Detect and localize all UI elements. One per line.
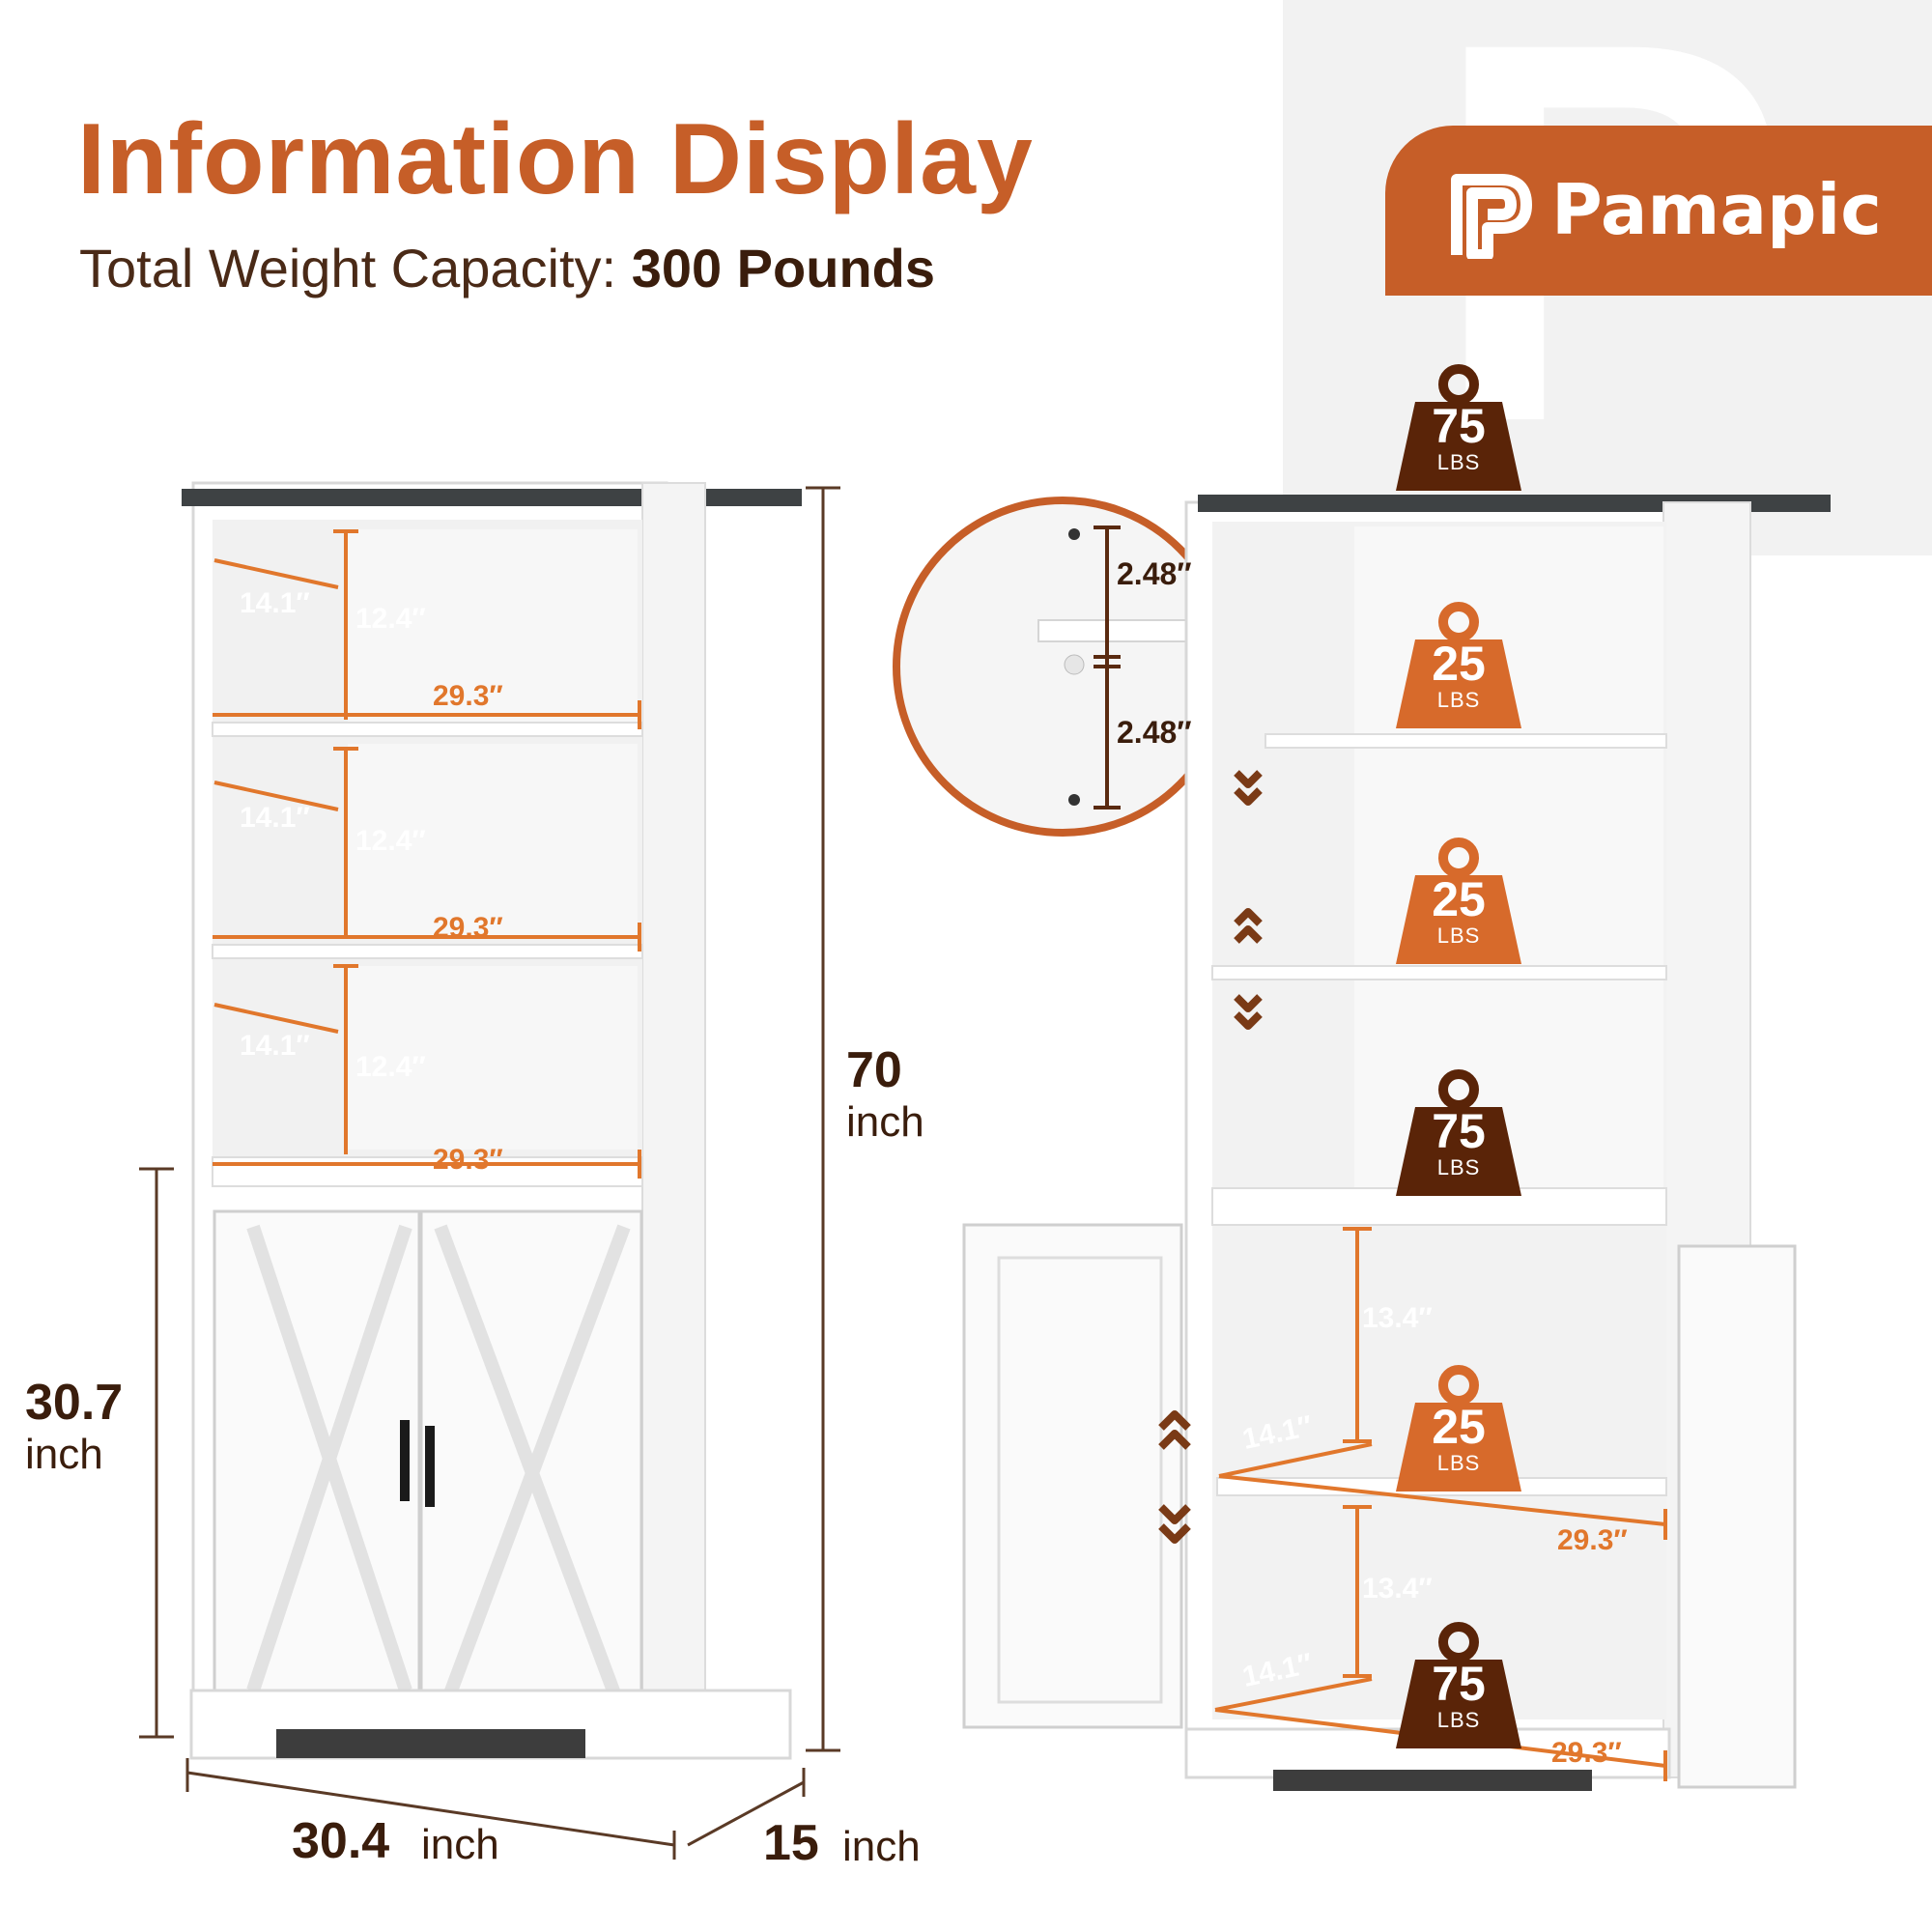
weight-value: 75 <box>1432 1104 1486 1158</box>
right-cabinet-kick <box>1273 1770 1592 1791</box>
shelf-2-width-label: 29.3″ <box>433 912 503 944</box>
weight-value: 25 <box>1432 872 1486 926</box>
left-shelf-back-3 <box>348 966 638 1150</box>
weight-unit: LBS <box>1436 450 1481 474</box>
subtitle-value: 300 Pounds <box>631 238 936 298</box>
weight-badge-shelf-2: 25 LBS <box>1386 837 1531 972</box>
cabinet-2-width-label: 29.3″ <box>1551 1737 1622 1769</box>
weight-unit: LBS <box>1436 1451 1481 1475</box>
weight-icon <box>1396 838 1521 964</box>
cabinet-1-width-label: 29.3″ <box>1557 1524 1628 1556</box>
overall-dimension-lines <box>139 486 840 1860</box>
left-cabinet <box>182 481 802 1760</box>
left-cabinet-side <box>641 482 706 1730</box>
shelf-3-width-label: 29.3″ <box>433 1144 503 1176</box>
left-shelf-back-2 <box>348 744 638 937</box>
page-title: Information Display <box>77 103 1034 215</box>
width-unit: inch <box>421 1821 499 1868</box>
left-shelf-board-3 <box>212 1156 643 1187</box>
overall-height-unit: inch <box>846 1098 924 1146</box>
weight-badge-top: 75 LBS <box>1386 363 1531 498</box>
left-shelf-board-2 <box>212 944 643 959</box>
shelf-3-height-label: 12.4″ <box>355 1051 426 1083</box>
shelf-1-depth-label: 14.1″ <box>240 587 310 619</box>
zoom-spacing-upper-label: 2.48″ <box>1117 556 1192 591</box>
shelf-1-height-label: 12.4″ <box>355 603 426 635</box>
weight-value: 25 <box>1432 1400 1486 1454</box>
left-dimension-lines <box>213 529 641 1179</box>
weight-value: 75 <box>1432 1657 1486 1711</box>
weight-badge-shelf-1: 25 LBS <box>1386 601 1531 736</box>
weight-icon <box>1396 1622 1521 1748</box>
left-shelf-back-1 <box>348 529 638 723</box>
weight-unit: LBS <box>1436 923 1481 948</box>
right-shelf-back <box>1354 526 1663 1193</box>
right-shelf-board-1 <box>1264 733 1667 749</box>
depth-unit: inch <box>842 1823 921 1870</box>
left-cabinet-top <box>182 489 802 506</box>
right-dimension-lines <box>1214 1227 1667 1781</box>
brand-banner: Pamapic <box>1385 126 1932 296</box>
weight-badge-shelf-3: 75 LBS <box>1386 1068 1531 1204</box>
base-height-unit: inch <box>25 1431 103 1478</box>
base-height-value: 30.7 <box>25 1375 124 1431</box>
weight-icon <box>1396 1365 1521 1492</box>
right-cabinet <box>962 495 1831 1791</box>
weight-icon <box>1396 364 1521 491</box>
right-open-door-right <box>1677 1244 1797 1789</box>
door-handle-left <box>400 1420 410 1501</box>
right-door-x-brace-2 <box>434 1224 631 1722</box>
subtitle-prefix: Total Weight Capacity: <box>79 238 632 298</box>
weight-badge-cabinet-2: 75 LBS <box>1386 1621 1531 1756</box>
weight-badge-cabinet-1: 25 LBS <box>1386 1364 1531 1499</box>
shelf-3-depth-label: 14.1″ <box>240 1030 310 1062</box>
weight-value: 75 <box>1432 399 1486 453</box>
cabinet-1-height-label: 13.4″ <box>1362 1302 1433 1334</box>
weight-unit: LBS <box>1436 1708 1481 1732</box>
weight-value: 25 <box>1432 637 1486 691</box>
page-subtitle: Total Weight Capacity: 300 Pounds <box>79 236 935 300</box>
shelf-2-depth-label: 14.1″ <box>240 802 310 834</box>
weight-unit: LBS <box>1436 1155 1481 1179</box>
zoom-spacing-lower-label: 2.48″ <box>1117 715 1192 750</box>
overall-height-value: 70 <box>846 1042 902 1098</box>
door-handle-right <box>425 1426 435 1507</box>
brand-name: Pamapic <box>1551 169 1882 250</box>
right-open-door-left-panel <box>997 1256 1163 1704</box>
left-door-x-brace-2 <box>246 1224 412 1693</box>
weight-unit: LBS <box>1436 688 1481 712</box>
right-shelf-board-2 <box>1211 965 1667 980</box>
depth-value: 15 <box>763 1815 819 1871</box>
adjust-chevrons <box>1158 770 1263 1544</box>
right-open-door-left <box>962 1223 1183 1729</box>
left-shelf-board-1 <box>212 722 643 737</box>
cabinet-2-height-label: 13.4″ <box>1362 1573 1433 1605</box>
weight-icon <box>1396 602 1521 728</box>
pamapic-logo-icon <box>1451 174 1532 259</box>
left-cabinet-kick <box>276 1729 585 1758</box>
shelf-2-height-label: 12.4″ <box>355 825 426 857</box>
weight-icon <box>1396 1069 1521 1196</box>
width-value: 30.4 <box>292 1813 390 1869</box>
shelf-1-width-label: 29.3″ <box>433 680 503 712</box>
